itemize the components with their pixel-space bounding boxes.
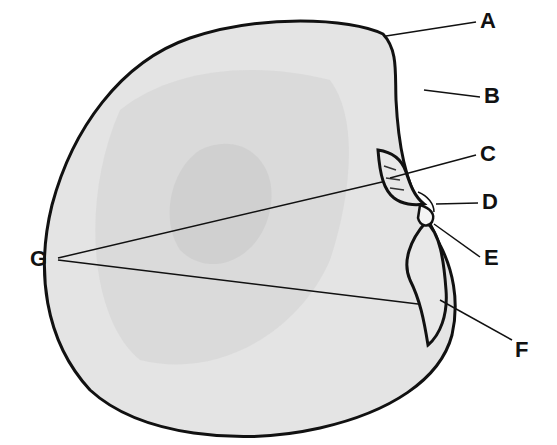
cotyledon-shading [95,70,349,364]
part-letter: A [480,9,496,33]
part-letter: C [480,142,496,166]
part-letter: B [484,84,500,108]
shading-patch [170,144,272,264]
part-letter: G [30,247,47,271]
part-letter: F [515,338,528,362]
part-letter: E [484,246,499,270]
plumule-veins [384,166,404,190]
part-letter: D [482,190,498,214]
leader-lines [58,22,512,340]
seed-coat [44,21,455,436]
micropyle-bracket [418,192,434,212]
plumule [378,150,424,205]
hilum [418,205,433,225]
radicle [407,222,446,345]
